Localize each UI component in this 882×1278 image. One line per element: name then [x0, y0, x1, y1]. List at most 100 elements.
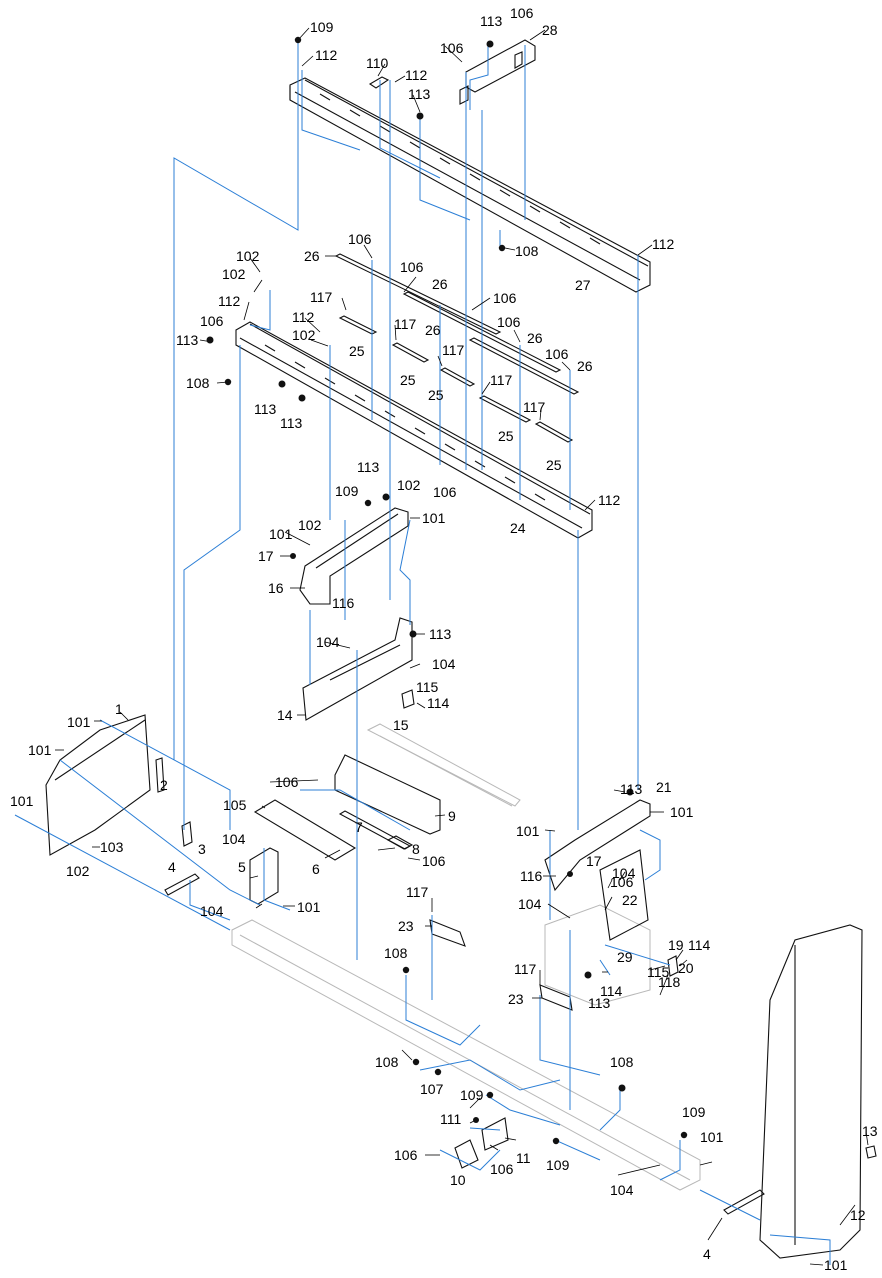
callout-106: 106 [200, 313, 224, 329]
callout-106: 106 [440, 40, 464, 56]
callout-108: 108 [384, 945, 408, 961]
callout-2: 2 [160, 777, 168, 793]
callout-104: 104 [222, 831, 246, 847]
callout-16: 16 [268, 580, 284, 596]
callout-117: 117 [310, 289, 333, 305]
part-19 [667, 955, 679, 977]
callout-101: 101 [824, 1257, 848, 1273]
callout-117: 117 [442, 342, 465, 358]
part-11 [481, 1117, 509, 1151]
callout-104: 104 [612, 865, 636, 881]
callout-112: 112 [652, 236, 675, 252]
leader-lines [55, 27, 869, 1266]
callout-108: 108 [515, 243, 539, 259]
part-23-upper [429, 919, 466, 947]
callout-106: 106 [275, 774, 299, 790]
callout-102: 102 [397, 477, 421, 493]
callout-115: 115 [416, 679, 439, 695]
bracket-part-16 [299, 507, 409, 605]
callout-104: 104 [432, 656, 456, 672]
callout-102: 102 [236, 248, 260, 264]
part-4-left [164, 873, 200, 896]
callout-115: 115 [647, 964, 670, 980]
callout-114: 114 [427, 695, 450, 711]
part-3 [181, 821, 193, 847]
callout-118: 118 [658, 974, 681, 990]
callout-112: 112 [315, 47, 338, 63]
ghost-base-frame [231, 723, 701, 1191]
callout-113: 113 [280, 415, 303, 431]
callout-4: 4 [703, 1246, 711, 1262]
assembly-lines [14, 42, 831, 1265]
callout-106: 106 [433, 484, 457, 500]
callout-106: 106 [493, 290, 517, 306]
callout-26: 26 [425, 322, 441, 338]
callout-102: 102 [292, 327, 316, 343]
callout-106: 106 [490, 1161, 514, 1177]
callout-104: 104 [200, 903, 224, 919]
callout-106: 106 [394, 1147, 418, 1163]
callout-8: 8 [412, 841, 420, 857]
callout-21: 21 [656, 779, 672, 795]
strips-part-26 [334, 253, 580, 395]
callout-109: 109 [335, 483, 359, 499]
callout-106: 106 [610, 874, 634, 890]
plate-part-14 [302, 617, 413, 721]
callout-29: 29 [617, 949, 633, 965]
callout-116: 116 [332, 595, 355, 611]
callout-112: 112 [598, 492, 621, 508]
callout-101: 101 [670, 804, 694, 820]
callout-9: 9 [448, 808, 456, 824]
callout-1: 1 [115, 701, 123, 717]
callout-25: 25 [546, 457, 562, 473]
part-23-lower [539, 984, 573, 1011]
callout-23: 23 [508, 991, 524, 1007]
callout-101: 101 [269, 526, 293, 542]
callout-6: 6 [312, 861, 320, 877]
callout-107: 107 [420, 1081, 444, 1097]
callout-12: 12 [850, 1207, 866, 1223]
callout-3: 3 [198, 841, 206, 857]
callout-109: 109 [310, 19, 334, 35]
callout-113: 113 [620, 781, 643, 797]
callout-15: 15 [393, 717, 409, 733]
callout-24: 24 [510, 520, 526, 536]
part-10 [454, 1139, 479, 1169]
callout-11: 11 [516, 1150, 531, 1166]
callout-103: 103 [100, 839, 124, 855]
callout-14: 14 [277, 707, 293, 723]
callout-102: 102 [298, 517, 322, 533]
callout-101: 101 [10, 793, 34, 809]
callout-7: 7 [355, 819, 363, 835]
callout-10: 10 [450, 1172, 466, 1188]
callout-113: 113 [254, 401, 277, 417]
callout-25: 25 [400, 372, 416, 388]
part-15 [401, 689, 415, 709]
callout-104: 104 [518, 896, 542, 912]
callout-116: 116 [520, 868, 543, 884]
callout-17: 17 [586, 853, 602, 869]
callout-117: 117 [490, 372, 513, 388]
callout-114: 114 [600, 983, 623, 999]
callout-104: 104 [610, 1182, 634, 1198]
callout-101: 101 [700, 1129, 724, 1145]
bracket-part-21 [544, 799, 651, 892]
part-110 [368, 76, 390, 89]
callout-117: 117 [394, 316, 417, 332]
callout-4: 4 [168, 859, 176, 875]
callout-113: 113 [357, 459, 380, 475]
strips-part-25 [338, 315, 574, 443]
callout-113: 113 [176, 332, 199, 348]
side-panel-part-12 [759, 924, 863, 1259]
callout-105: 105 [223, 797, 247, 813]
callout-106: 106 [545, 346, 569, 362]
top-rail-part-27 [289, 77, 651, 293]
part-8 [386, 835, 414, 850]
callout-106: 106 [510, 5, 534, 21]
callout-13: 13 [862, 1123, 878, 1139]
callout-106: 106 [497, 314, 521, 330]
callout-101: 101 [297, 899, 321, 915]
callout-117: 117 [514, 961, 537, 977]
callout-109: 109 [546, 1157, 570, 1173]
callout-27: 27 [575, 277, 591, 293]
